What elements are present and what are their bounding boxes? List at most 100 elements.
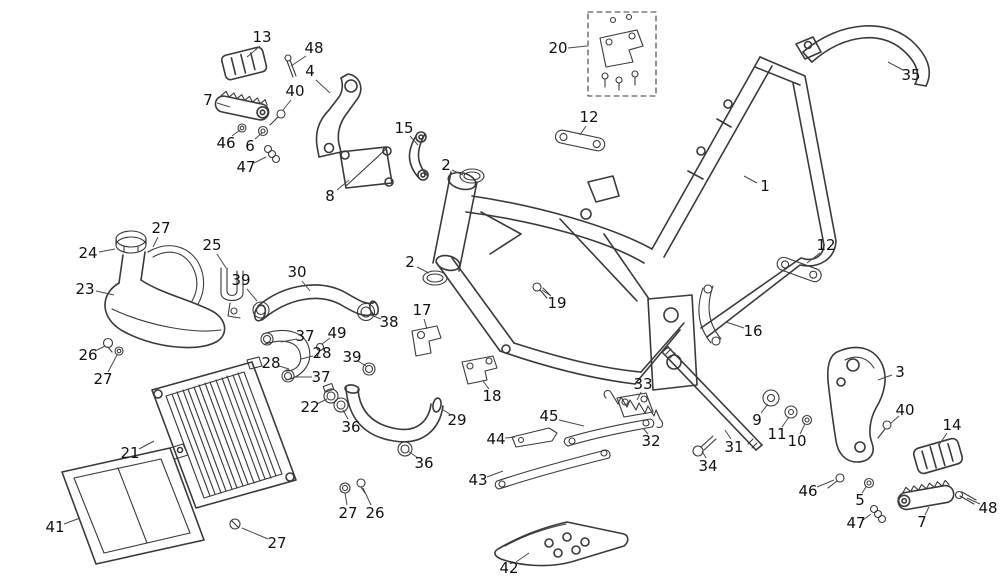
part-label-23: 23 bbox=[75, 280, 94, 298]
leader-line-32 bbox=[642, 427, 649, 435]
part-label-2: 2 bbox=[441, 156, 451, 174]
part-label-44: 44 bbox=[486, 430, 505, 448]
part-label-13: 13 bbox=[252, 28, 271, 46]
bracket-32-drawing bbox=[563, 418, 655, 447]
leader-line-25 bbox=[216, 253, 227, 269]
leader-line-47 bbox=[862, 513, 872, 521]
lower-radiator-hose-drawing bbox=[344, 384, 444, 443]
part-label-47: 47 bbox=[846, 514, 865, 532]
leader-line-19 bbox=[541, 289, 552, 297]
hose-clamp-39b-drawing bbox=[362, 362, 376, 376]
part-label-36: 36 bbox=[341, 418, 360, 436]
cotter-pin-48-right-drawing bbox=[954, 490, 977, 505]
spring-47-left-drawing bbox=[263, 144, 281, 164]
part-label-45: 45 bbox=[539, 407, 558, 425]
part-label-31: 31 bbox=[724, 438, 743, 456]
part-label-1: 1 bbox=[760, 177, 770, 195]
footpeg-rubber-14-drawing bbox=[912, 437, 964, 475]
part-label-30: 30 bbox=[287, 263, 306, 281]
part-label-18: 18 bbox=[482, 387, 501, 405]
leader-line-12 bbox=[806, 252, 821, 264]
leader-line-22 bbox=[316, 398, 328, 405]
strap-12-top-drawing bbox=[554, 129, 606, 152]
part-label-37: 37 bbox=[295, 327, 314, 345]
leader-line-45 bbox=[558, 419, 585, 427]
footpeg-bracket-3-drawing bbox=[826, 346, 886, 463]
part-label-9: 9 bbox=[752, 411, 762, 429]
leader-line-27 bbox=[107, 354, 118, 373]
hose-clamp-37b-drawing bbox=[281, 369, 295, 383]
leader-line-36 bbox=[407, 450, 419, 459]
washer-46-left-drawing bbox=[237, 123, 247, 133]
leader-line-5 bbox=[861, 486, 867, 494]
leader-line-37 bbox=[280, 338, 298, 343]
head-tube-ring-top-drawing bbox=[459, 168, 485, 184]
leader-line-42 bbox=[515, 552, 530, 563]
part-label-6: 6 bbox=[245, 137, 255, 155]
grab-rail-drawing bbox=[795, 25, 930, 87]
screw-49-drawing bbox=[315, 342, 325, 358]
leader-line-36 bbox=[342, 409, 349, 420]
leader-line-48 bbox=[966, 497, 981, 505]
engine-bracket-8-drawing bbox=[339, 146, 394, 189]
hanger-bracket-4-drawing bbox=[315, 73, 362, 158]
leader-line-14 bbox=[938, 432, 948, 446]
part-label-39: 39 bbox=[231, 271, 250, 289]
hose-clamp-22-drawing bbox=[322, 382, 339, 404]
leader-line-20 bbox=[567, 45, 588, 49]
part-label-12: 12 bbox=[816, 236, 835, 254]
part-label-29: 29 bbox=[447, 411, 466, 429]
leader-lines-layer bbox=[63, 45, 981, 563]
hose-clamp-39a-drawing bbox=[252, 301, 270, 319]
leader-line-1 bbox=[743, 175, 758, 184]
leader-line-13 bbox=[246, 45, 261, 58]
part-label-26: 26 bbox=[365, 504, 384, 522]
leader-line-7 bbox=[216, 102, 231, 108]
leader-line-43 bbox=[486, 470, 504, 478]
part-label-28: 28 bbox=[312, 344, 331, 362]
part-label-28: 28 bbox=[261, 354, 280, 372]
leader-line-29 bbox=[441, 408, 452, 416]
part-label-48: 48 bbox=[978, 499, 997, 517]
part-label-3: 3 bbox=[895, 363, 905, 381]
part-label-33: 33 bbox=[633, 375, 652, 393]
bolt-26-27-left-drawing bbox=[102, 337, 124, 356]
part-label-48: 48 bbox=[304, 39, 323, 57]
leader-line-40 bbox=[890, 415, 900, 424]
leader-line-40 bbox=[282, 99, 292, 111]
leader-line-34 bbox=[701, 450, 707, 459]
part-label-10: 10 bbox=[787, 432, 806, 450]
pin-48-left-drawing bbox=[284, 54, 297, 78]
leader-line-31 bbox=[724, 429, 732, 440]
hose-clamp-38-drawing bbox=[356, 302, 376, 322]
leader-line-23 bbox=[95, 290, 115, 296]
hose-clamp-37a-drawing bbox=[260, 332, 274, 346]
bracket-43-drawing bbox=[494, 449, 611, 490]
bracket-18-drawing bbox=[461, 355, 498, 385]
part-label-7: 7 bbox=[203, 91, 213, 109]
footpeg-left-drawing bbox=[214, 90, 270, 121]
part-label-41: 41 bbox=[45, 518, 64, 536]
hose-clamp-36a-drawing bbox=[333, 397, 349, 413]
part-label-38: 38 bbox=[379, 313, 398, 331]
leader-line-18 bbox=[482, 380, 490, 390]
part-label-17: 17 bbox=[412, 301, 431, 319]
part-label-26: 26 bbox=[78, 346, 97, 364]
leader-line-33 bbox=[636, 391, 642, 401]
part-label-46: 46 bbox=[216, 134, 235, 152]
strap-12-right-drawing bbox=[776, 256, 822, 283]
part-label-34: 34 bbox=[698, 457, 717, 475]
part-label-25: 25 bbox=[202, 236, 221, 254]
leader-line-38 bbox=[370, 314, 382, 320]
footpeg-right-drawing bbox=[897, 479, 955, 511]
bracket-16-drawing bbox=[698, 284, 722, 346]
leader-line-26 bbox=[94, 345, 106, 352]
part-label-8: 8 bbox=[325, 187, 335, 205]
bolt-40-left-drawing bbox=[269, 109, 286, 126]
pivot-rod-drawing bbox=[661, 346, 763, 451]
leader-line-2 bbox=[416, 266, 430, 274]
part-label-27: 27 bbox=[151, 219, 170, 237]
part-label-12: 12 bbox=[579, 108, 598, 126]
bracket-17-drawing bbox=[411, 325, 442, 357]
